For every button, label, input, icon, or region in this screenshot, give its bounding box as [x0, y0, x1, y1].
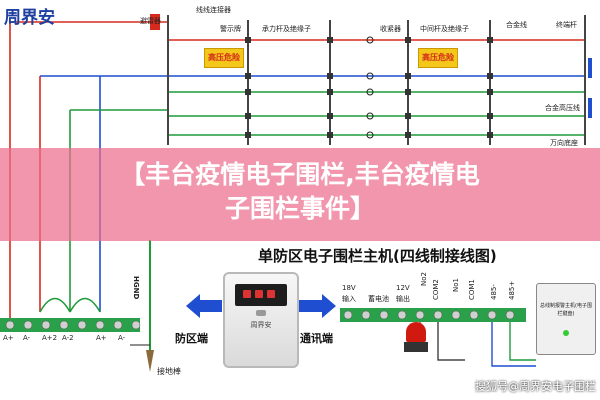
alarm-wire: [437, 322, 465, 361]
label-terminal-post: 终端杆: [556, 21, 577, 29]
jumper-1: [39, 297, 71, 313]
device-brand: 周界安: [250, 321, 272, 329]
rterm-battery: 蓄电池: [368, 295, 389, 303]
label-tensioner: 收紧器: [380, 25, 401, 33]
fence-posts: [167, 15, 586, 145]
module-led-icon: [563, 330, 569, 336]
rterm-485n: 485-: [490, 284, 498, 300]
device-display: [235, 284, 287, 306]
tensioner-icons: [366, 36, 374, 139]
brand-logo: 周界安: [4, 8, 55, 28]
device-button-icon: [256, 310, 266, 316]
host-title: 单防区电子围栏主机(四线制接线图): [258, 247, 497, 265]
rterm-12v: 12V: [396, 284, 410, 292]
alarm-siren-icon: [404, 322, 428, 352]
insulators: [245, 37, 493, 138]
banner-title: 【丰台疫情电子围栏,丰台疫情电 子围栏事件】: [0, 158, 600, 226]
warning-sign-right: 高压危险: [418, 48, 458, 68]
terminal-label-6: A-: [118, 334, 126, 342]
end-connectors: [588, 58, 592, 118]
rterm-485p: 485+: [508, 280, 516, 300]
ground-label: 接地棒: [157, 367, 181, 376]
title-banner: [0, 148, 600, 241]
label-wire-connector: 线线连接器: [196, 6, 231, 14]
ground-rod-icon: [146, 350, 154, 372]
label-intermediate-post: 中间杆及绝缘子: [420, 25, 469, 33]
label-universal-box: 万向底座: [550, 139, 578, 147]
warning-sign-left: 高压危险: [204, 48, 244, 68]
label-lightning: 避雷器: [140, 17, 161, 25]
fence-host-device: 周界安: [223, 272, 299, 368]
terminal-label-4: A-2: [62, 334, 74, 342]
rterm-com2: COM2: [432, 279, 440, 300]
comm-label: 通讯端: [300, 332, 333, 345]
label-tension-post: 承力杆及绝缘子: [262, 25, 311, 33]
rterm-no1: No1: [452, 278, 460, 292]
left-terminal-strip: [0, 318, 140, 332]
label-alloy-wire: 合金线: [506, 21, 527, 29]
lightning-arrester-icon: [150, 14, 160, 30]
terminal-label-1: A+: [3, 334, 14, 342]
hgnd-label: HGND: [132, 276, 140, 300]
rterm-18v: 18V: [342, 284, 356, 292]
rterm-no2: No2: [420, 272, 428, 286]
banner-line-1: 【丰台疫情电子围栏,丰台疫情电: [120, 160, 480, 189]
terminal-label-5: A+: [96, 334, 107, 342]
terminal-label-3: A+2: [42, 334, 58, 342]
rterm-com1: COM1: [468, 279, 476, 300]
rterm-in: 输入: [342, 295, 356, 303]
zone-arrow-icon: [186, 294, 222, 318]
right-terminal-strip: [340, 308, 526, 322]
comm-arrow-icon: [298, 294, 336, 318]
jumper-2: [69, 297, 101, 313]
comm-wire-1: [509, 322, 536, 361]
banner-line-2: 子围栏事件】: [224, 194, 375, 223]
alarm-keypad-module: 总线制报警主机(电子围栏键盘): [536, 283, 596, 355]
label-warning-sign: 警示牌: [220, 25, 241, 33]
terminal-label-2: A-: [23, 334, 31, 342]
zone-label: 防区端: [175, 332, 208, 345]
module-label: 总线制报警主机(电子围栏键盘): [540, 303, 592, 317]
comm-wire-2: [491, 322, 536, 367]
watermark: 搜狐号@周界安电子围栏: [475, 380, 596, 393]
rterm-out: 输出: [396, 295, 410, 303]
label-hv-cable: 合金高压线: [545, 104, 580, 112]
